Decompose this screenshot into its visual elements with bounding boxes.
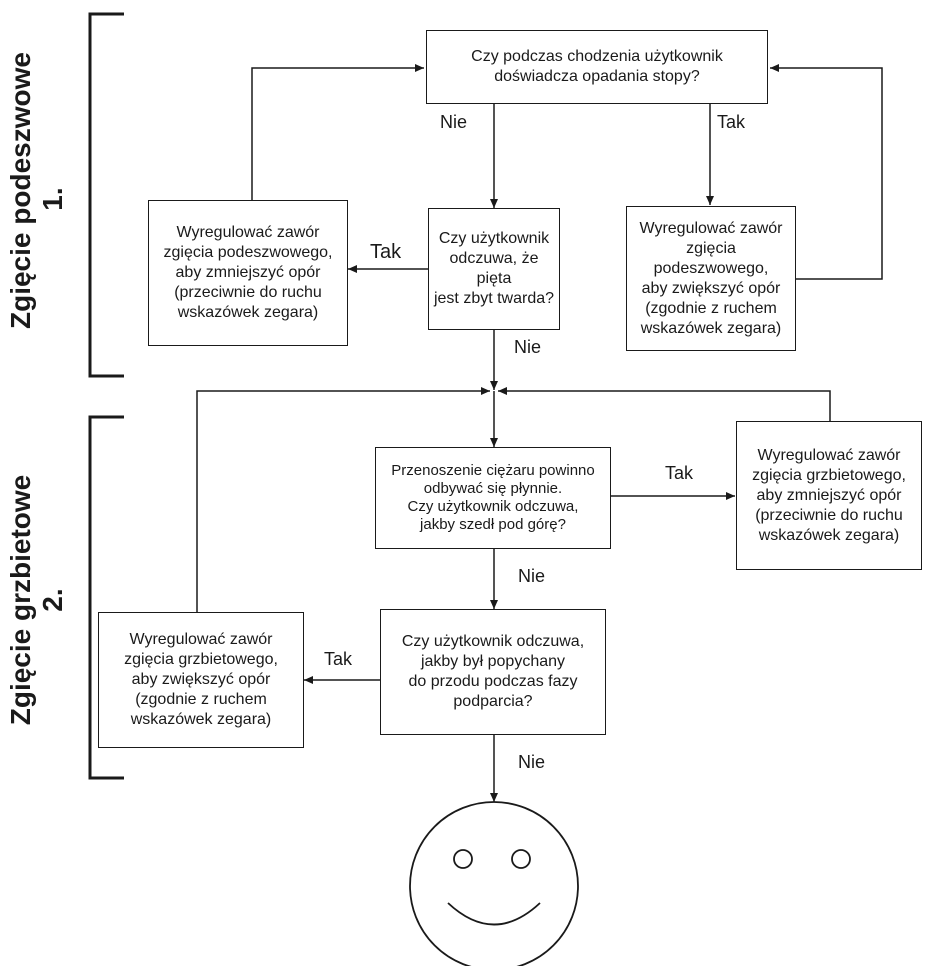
question-box-uphill: Przenoszenie ciężaru powinno odbywać się…	[375, 447, 611, 549]
action-box-dorsal-decrease: Wyregulować zawór zgięcia grzbietowego, …	[736, 421, 922, 570]
label-tak-3: Tak	[665, 463, 694, 483]
label-nie-3: Nie	[518, 566, 546, 586]
label-nie-2: Nie	[514, 337, 542, 357]
question-box-foot-drop: Czy podczas chodzenia użytkownik doświad…	[426, 30, 768, 104]
section-bracket-1	[88, 12, 124, 378]
action-box-plantar-decrease: Wyregulować zawór zgięcia podeszwowego, …	[148, 200, 348, 346]
section-bracket-2	[88, 415, 124, 780]
action-box-plantar-increase: Wyregulować zawór zgięcia podeszwowego, …	[626, 206, 796, 351]
label-tak-1: Tak	[717, 112, 746, 132]
label-nie-1: Nie	[440, 112, 468, 132]
action-box-dorsal-increase: Wyregulować zawór zgięcia grzbietowego, …	[98, 612, 304, 748]
smiley-face-icon	[409, 801, 579, 966]
arrow-left2-loop	[196, 387, 490, 612]
arrow-right-loop	[770, 64, 883, 280]
section-title-1: Zgięcie podeszwowe 1.	[5, 52, 68, 329]
label-nie-4: Nie	[518, 752, 546, 772]
label-tak-4: Tak	[324, 649, 353, 669]
label-tak-2: Tak	[370, 241, 402, 263]
question-box-heel-hard: Czy użytkownik odczuwa, że pięta jest zb…	[428, 208, 560, 330]
arrow-right2-loop	[498, 387, 831, 421]
question-box-pushed-forward: Czy użytkownik odczuwa, jakby był popych…	[380, 609, 606, 735]
section-title-2: Zgięcie grzbietowe 2.	[5, 474, 68, 726]
arrow-left-loop	[251, 64, 424, 200]
